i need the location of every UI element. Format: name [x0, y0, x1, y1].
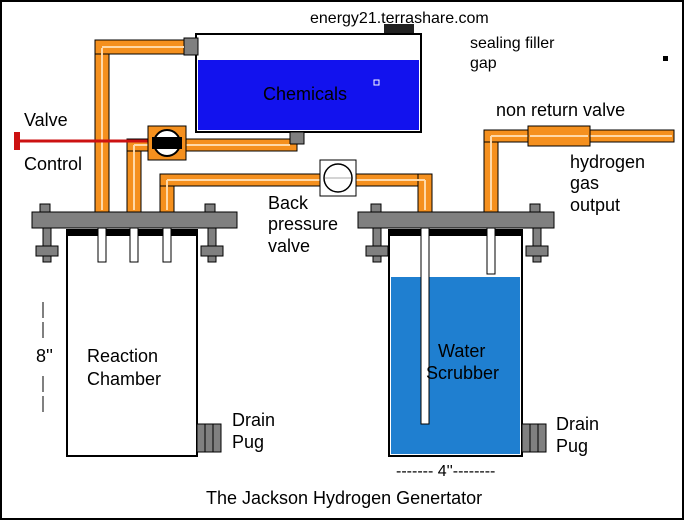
chamber-label: Chamber: [87, 369, 161, 389]
drain-plug-left: [196, 423, 222, 453]
chemicals-fill: [198, 60, 419, 130]
flange-right: [357, 211, 555, 229]
flange-left: [31, 211, 238, 229]
pug1-label: Pug: [232, 432, 264, 452]
width-label: ------- 4''--------: [396, 463, 495, 480]
valve-gate: [152, 137, 182, 149]
output-tube: [486, 227, 496, 275]
pressure-label: pressure: [268, 214, 338, 234]
control-label: Control: [24, 154, 82, 174]
reaction-chamber: [31, 203, 238, 457]
non-return-valve: [527, 125, 591, 147]
height-label: 8'': [36, 346, 53, 366]
dip-tube: [420, 227, 430, 425]
bolts-left: [35, 203, 224, 263]
filler-cap: [384, 24, 414, 33]
scrubber-label: Scrubber: [426, 363, 499, 383]
chemicals-tank: [195, 24, 422, 133]
control-valve: [14, 125, 187, 161]
valve2-label: valve: [268, 236, 310, 256]
valve-label: Valve: [24, 110, 68, 130]
reaction-label: Reaction: [87, 346, 158, 366]
drain-plug-right: [521, 423, 547, 453]
output-label: output: [570, 195, 620, 215]
back-pressure-valve: [319, 159, 357, 197]
inner-tubes-left: [97, 227, 172, 263]
drain2-label: Drain: [556, 414, 599, 434]
non-return-valve-label: non return valve: [496, 100, 625, 120]
valve-knob: [14, 132, 20, 150]
pipe-connector-feed: [289, 131, 305, 145]
dot: [663, 56, 668, 61]
water-label: Water: [438, 341, 485, 361]
website-label: energy21.terrashare.com: [310, 10, 489, 27]
back-label: Back: [268, 193, 309, 213]
water-scrubber: [357, 203, 555, 457]
title-label: The Jackson Hydrogen Genertator: [206, 488, 482, 508]
gas-label: gas: [570, 173, 599, 193]
hydrogen-label: hydrogen: [570, 152, 645, 172]
pug2-label: Pug: [556, 436, 588, 456]
chemicals-label: Chemicals: [263, 84, 347, 104]
gap-label: gap: [470, 55, 497, 72]
water-fill: [391, 277, 520, 454]
drain1-label: Drain: [232, 410, 275, 430]
bolts-right: [365, 203, 549, 263]
tank-marker: [373, 79, 380, 86]
sealing-filler-label: sealing filler: [470, 35, 555, 52]
pipe-connector-top: [183, 37, 199, 56]
